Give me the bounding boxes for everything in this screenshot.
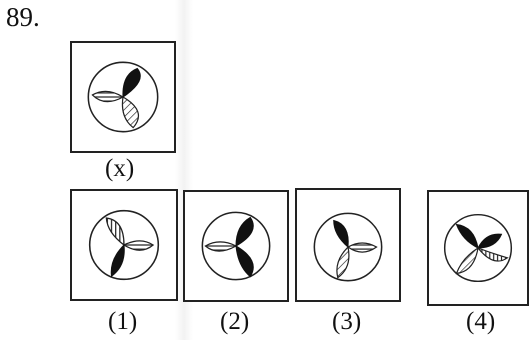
- question-number: 89.: [6, 2, 40, 33]
- option-2-figure[interactable]: [183, 190, 289, 302]
- option-3-label: (3): [332, 308, 361, 336]
- option-4-figure[interactable]: [427, 190, 529, 306]
- option-2-label: (2): [220, 308, 249, 336]
- option-3-figure[interactable]: [295, 188, 401, 302]
- problem-figure-label: (x): [105, 155, 134, 183]
- option-1-label: (1): [108, 308, 137, 336]
- option-4-label: (4): [466, 308, 495, 336]
- option-1-figure[interactable]: [70, 189, 178, 301]
- problem-figure: [70, 41, 176, 153]
